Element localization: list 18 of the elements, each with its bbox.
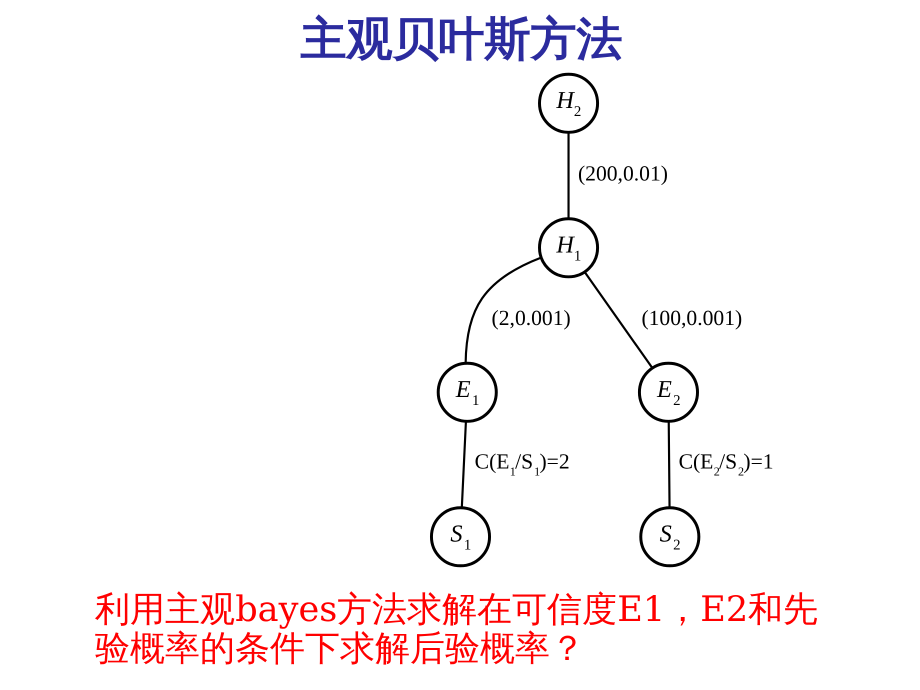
connector bbox=[464, 256, 542, 364]
edge-label: C(E$_{1}$/S$_{1}$)=2 bbox=[474, 449, 570, 478]
node-circle: S$_{2}$ bbox=[638, 506, 700, 568]
edge-label: (2,0.001) bbox=[491, 306, 570, 330]
connector bbox=[460, 421, 466, 508]
node-circle: E$_{2}$ bbox=[637, 362, 698, 423]
connector bbox=[667, 422, 670, 508]
node-circle: E$_{1}$ bbox=[436, 362, 498, 423]
node-circle: S$_{1}$ bbox=[429, 506, 491, 568]
diagram-title: 主观贝叶斯方法 bbox=[300, 11, 622, 66]
edge-label: C(E$_{2}$/S$_{2}$)=1 bbox=[678, 449, 774, 478]
connector bbox=[566, 132, 570, 218]
caption: 利用主观bayes方法求解在可信度E1，E2和先验概率的条件下求解后验概率？ bbox=[94, 588, 818, 670]
edge-label: (200,0.01) bbox=[577, 162, 668, 186]
edge-label: (100,0.001) bbox=[640, 306, 742, 330]
node-circle: H$_{1}$ bbox=[538, 217, 599, 278]
connector bbox=[584, 272, 653, 369]
node-circle: H$_{2}$ bbox=[538, 72, 599, 134]
